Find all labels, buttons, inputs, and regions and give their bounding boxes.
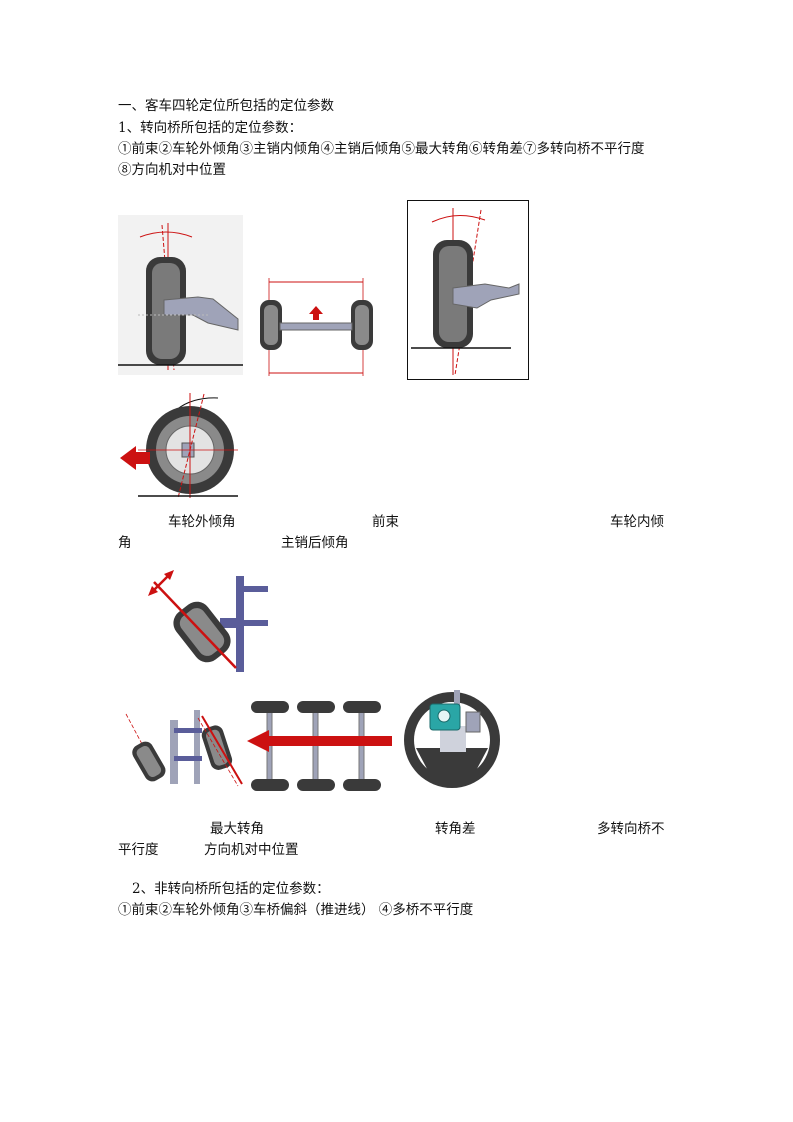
caption-turn-angle-difference: 转角差 — [435, 821, 476, 837]
multi-axle-parallelism-diagram — [247, 701, 392, 791]
kingpin-inclination-diagram — [407, 200, 529, 380]
max-turn-angle-wheel-diagram — [148, 570, 268, 672]
caption-multi-axle-part1: 多转向桥不 — [597, 821, 665, 837]
turn-angle-difference-diagram — [125, 710, 243, 787]
caption-steering-center: 方向机对中位置 — [204, 842, 299, 858]
toe-diagram — [260, 278, 373, 376]
caption-kingpin-inclination-part2: 角 — [118, 535, 132, 551]
caster-diagram — [120, 393, 238, 499]
caption-caster: 主销后倾角 — [281, 535, 349, 551]
steering-wheel-centering-diagram — [404, 690, 500, 788]
camber-diagram — [118, 215, 243, 375]
section1-heading: 一、客车四轮定位所包括的定位参数 — [118, 98, 334, 114]
steering-axle-params-line2: ⑧方向机对中位置 — [118, 162, 226, 178]
caption-kingpin-inclination-part1: 车轮内倾 — [610, 514, 664, 530]
non-steering-axle-params: ①前束②车轮外倾角③车桥偏斜（推进线） ④多桥不平行度 — [118, 902, 474, 918]
section2-subheading: 2、非转向桥所包括的定位参数： — [132, 881, 330, 897]
caption-max-turn-angle: 最大转角 — [210, 821, 264, 837]
caption-multi-axle-part2: 平行度 — [118, 842, 159, 858]
steering-axle-params-line1: ①前束②车轮外倾角③主销内倾角④主销后倾角⑤最大转角⑥转角差⑦多转向桥不平行度 — [118, 141, 645, 157]
caption-camber: 车轮外倾角 — [168, 514, 236, 530]
caption-toe: 前束 — [372, 514, 399, 530]
section1-subheading: 1、转向桥所包括的定位参数： — [118, 120, 303, 136]
